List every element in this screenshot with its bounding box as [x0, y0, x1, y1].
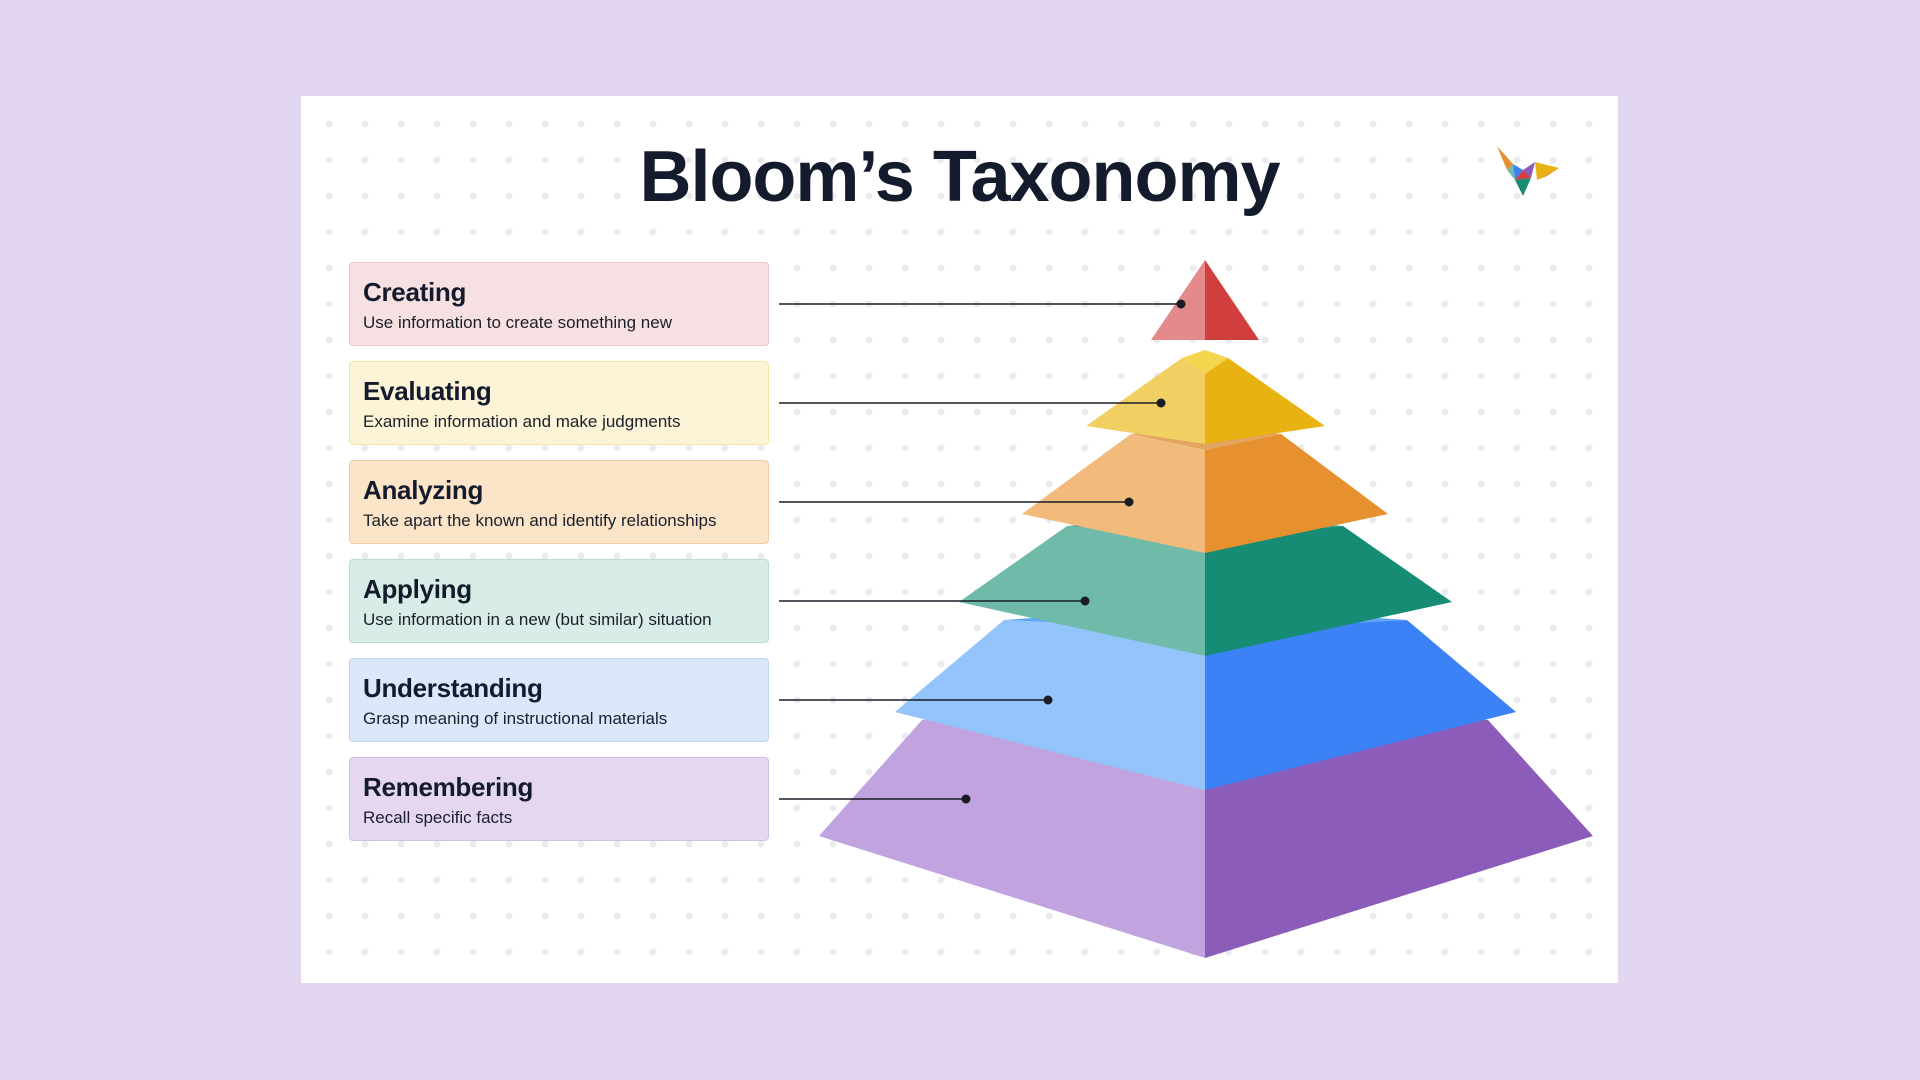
level-name: Analyzing [363, 475, 484, 505]
level-name: Creating [363, 277, 467, 307]
pyramid-tier-remembering-right [1205, 720, 1593, 958]
pyramid-tier-applying-left [959, 526, 1205, 656]
connector-dot-remembering [961, 794, 971, 804]
pyramid-tier-understanding-left [895, 620, 1205, 790]
level-name: Applying [363, 574, 472, 604]
pyramid-tier-evaluating-right [1205, 358, 1325, 444]
page-title: Bloom’s Taxonomy [639, 137, 1280, 217]
level-name: Remembering [363, 772, 534, 802]
level-name: Evaluating [363, 376, 492, 406]
connector-dot-applying [1080, 596, 1090, 606]
level-name: Understanding [363, 673, 543, 703]
pyramid-tier-understanding-right [1205, 620, 1516, 790]
origami-bird-icon [1497, 146, 1559, 196]
connector-dot-creating [1176, 299, 1186, 309]
pyramid-tier-applying-right [1205, 526, 1452, 656]
connector-dot-evaluating [1156, 398, 1166, 408]
level-description: Use information to create something new [363, 313, 672, 332]
pyramid-tier-analyzing-right [1205, 434, 1388, 553]
pyramid-tier-evaluating-top [1182, 350, 1228, 374]
level-description: Recall specific facts [363, 808, 513, 827]
connector-dot-analyzing [1124, 497, 1134, 507]
level-description: Examine information and make judgments [363, 412, 681, 431]
pyramid-tier-creating-left [1151, 260, 1205, 340]
pyramid-tier-remembering-left [819, 720, 1205, 958]
level-description: Use information in a new (but similar) s… [363, 610, 712, 629]
pyramid-diagram [779, 260, 1593, 958]
connector-dot-understanding [1043, 695, 1053, 705]
pyramid-tier-creating-right [1205, 260, 1259, 340]
level-description: Grasp meaning of instructional materials [363, 709, 668, 728]
level-description: Take apart the known and identify relati… [363, 511, 717, 530]
pyramid-tier-evaluating-left [1086, 358, 1205, 444]
pyramid-tier-analyzing-left [1022, 434, 1205, 553]
